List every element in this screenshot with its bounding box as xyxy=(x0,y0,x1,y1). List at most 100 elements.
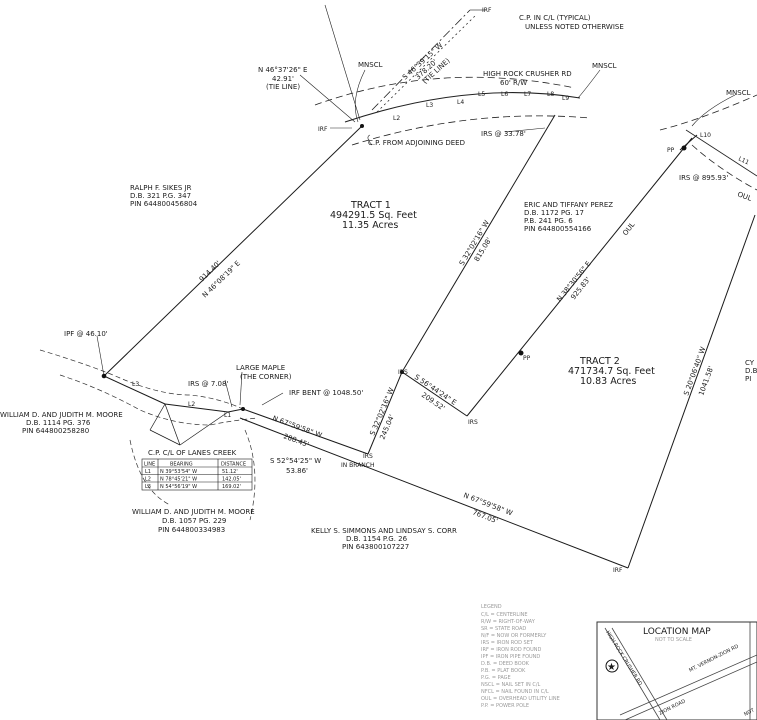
line-table-row-3-bearing: N 54°56'19" W xyxy=(160,484,197,490)
pp-top-marker xyxy=(681,145,687,151)
tract2-acres: 10.83 Acres xyxy=(580,376,636,387)
line-table-row-3-line: L3 xyxy=(145,484,151,490)
line-table-row-3-distance: 169.02' xyxy=(222,484,241,490)
line-label-l10: L10 xyxy=(700,132,711,139)
legend-item-8: D.B. = DEED BOOK xyxy=(481,661,530,667)
mnscl-left: MNSCL xyxy=(358,61,383,69)
south-a-distance: 288.45' xyxy=(282,432,310,449)
tract2-east-line xyxy=(627,214,756,569)
legend-item-9: P.B. = PLAT BOOK xyxy=(481,668,526,674)
pp-mid-label: PP xyxy=(523,355,531,362)
ipf-label: IPF @ 46.10' xyxy=(64,330,108,338)
irs-low-label: IRS xyxy=(468,419,478,426)
line-label-l1-creek: L1 xyxy=(224,412,231,419)
line-label-l11: L11 xyxy=(737,155,750,166)
tract2-sqft: 471734.7 Sq. Feet xyxy=(568,366,655,377)
road-name: HIGH ROCK CRUSHER RD xyxy=(483,70,572,78)
south-line-b xyxy=(239,417,629,569)
tract1-name: TRACT 1 xyxy=(350,200,391,211)
owner-simmons-line-2: D.B. 1154 P.G. 26 xyxy=(346,535,408,543)
owner-cy-line-2: D.B xyxy=(745,367,757,375)
creek-l2 xyxy=(164,403,229,413)
owner-moore-top-line-3: PIN 644800258280 xyxy=(22,427,89,435)
tract1-center-line xyxy=(401,114,556,373)
irs-branch-label-1: IRS xyxy=(363,453,373,460)
legend-item-13: OUL = OVERHEAD UTILITY LINE xyxy=(481,696,560,702)
tract1-sqft: 494291.5 Sq. Feet xyxy=(330,210,417,221)
road-tie-line xyxy=(371,9,471,111)
line-label-l3-road: L3 xyxy=(426,102,433,109)
tract2-label: TRACT 2 471734.7 Sq. Feet 10.83 Acres xyxy=(568,356,655,387)
owner-simmons-line-3: PIN 643800107227 xyxy=(342,543,409,551)
mnscl-right: MNSCL xyxy=(592,62,617,70)
tract1-west-line xyxy=(103,125,363,377)
owner-moore-bottom-line-2: D.B. 1057 PG. 229 xyxy=(162,517,226,525)
creek-path-b xyxy=(59,374,259,426)
legend-title: LEGEND xyxy=(481,604,502,610)
road-tie-line-2 xyxy=(376,13,478,113)
owner-cy-line-1: CY xyxy=(745,359,755,367)
leader-lines xyxy=(96,4,736,408)
oul-label-2: OUL xyxy=(736,190,752,203)
creek-path-a xyxy=(39,349,246,411)
owner-moore-bottom-line-1: WILLIAM D. AND JUDITH M. MOORE xyxy=(132,508,255,516)
line-label-l4-road: L4 xyxy=(457,99,464,106)
owner-cy: CY D.B PI xyxy=(745,359,757,383)
road-rw: 60' R/W xyxy=(500,79,527,87)
location-map-road-4: NOT xyxy=(743,707,756,718)
creek-tie-lines xyxy=(149,403,229,446)
legend-item-11: NSCL = NAIL SET IN C/L xyxy=(481,682,541,688)
legend-item-14: P.P. = POWER POLE xyxy=(481,703,529,709)
owner-sikes-line-1: RALPH F. SIKES JR xyxy=(130,184,192,192)
legend-item-6: IRF = IRON ROD FOUND xyxy=(481,647,541,653)
legend-item-5: IRS = IRON ROD SET xyxy=(481,640,534,646)
center-lower-line xyxy=(367,371,403,455)
owner-perez-line-3: P.B. 241 PG. 6 xyxy=(524,217,573,225)
legend-item-2: R/W = RIGHT-OF-WAY xyxy=(481,619,536,625)
road-edge-east-b xyxy=(691,144,757,191)
line-table-header-bearing: BEARING xyxy=(170,462,193,468)
line-label-l5: L5 xyxy=(478,91,485,98)
pp-top-label: PP xyxy=(667,147,675,154)
line-table-row-1-distance: 51.12' xyxy=(222,469,238,475)
owner-moore-top: WILLIAM D. AND JUDITH M. MOORE D.B. 1114… xyxy=(0,411,123,435)
location-map-subtitle: NOT TO SCALE xyxy=(655,637,692,643)
irs-3378-label: IRS @ 33.78' xyxy=(481,130,526,138)
pp-mid-marker xyxy=(518,350,524,356)
tie-line-distance: 42.91' xyxy=(272,75,294,83)
line-label-l3-creek: L3 xyxy=(132,381,139,388)
legend-item-10: P.G. = PAGE xyxy=(481,675,511,681)
south-b-bearing: S 52°54'25" W xyxy=(270,457,321,465)
line-label-l9: L9 xyxy=(562,95,569,102)
owner-perez-line-1: ERIC AND TIFFANY PEREZ xyxy=(524,201,613,209)
line-table-row-2-bearing: N 78°45'21" W xyxy=(160,477,197,483)
line-table-header-line: LINE xyxy=(144,462,155,468)
road-edge-south xyxy=(351,115,591,146)
road-edge-east-c xyxy=(685,129,757,177)
mnscl-far: MNSCL xyxy=(726,89,751,97)
irf-cp-label: IRF xyxy=(318,126,328,133)
location-map-frame xyxy=(596,621,757,720)
tract2-name: TRACT 2 xyxy=(579,356,620,367)
road xyxy=(314,9,757,191)
owner-sikes-line-2: D.B. 321 P.G. 347 xyxy=(130,192,191,200)
line-table-row-2-line: L2 xyxy=(145,477,151,483)
point-markers xyxy=(101,124,687,411)
creek-path-d xyxy=(129,439,171,506)
south-b-distance: 53.86' xyxy=(286,467,308,475)
irf-bent-marker xyxy=(241,407,245,411)
irs-mid-marker xyxy=(400,370,404,374)
line-label-l2-road: L2 xyxy=(393,115,400,122)
tie-line-bearing: N 46°37'26" E xyxy=(258,66,307,74)
location-map: LOCATION MAP NOT TO SCALE ★ HIGH ROCK CR… xyxy=(596,621,757,720)
mid-segment xyxy=(401,371,468,417)
ipf-marker xyxy=(101,373,107,379)
irf-top-label: IRF xyxy=(482,7,492,14)
line-table-row-2-distance: 142.05' xyxy=(222,477,241,483)
east-line-distance: 1041.58' xyxy=(697,365,715,397)
creek-l1 xyxy=(227,408,244,413)
legend: LEGEND C/L = CENTERLINE R/W = RIGHT-OF-W… xyxy=(481,604,560,709)
irf-bent-label: IRF BENT @ 1048.50' xyxy=(289,389,363,397)
line-table-row-1-bearing: N 39°53'54" W xyxy=(160,469,197,475)
cp-adjoining-label: C.P. FROM ADJOINING DEED xyxy=(368,139,465,147)
